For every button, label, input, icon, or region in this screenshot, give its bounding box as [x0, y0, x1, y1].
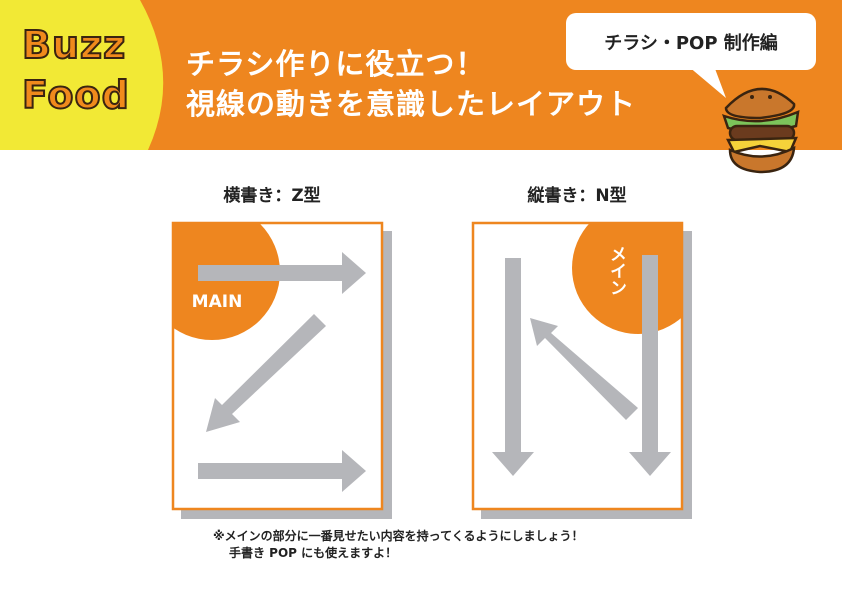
footnote-line1: ※メインの部分に一番見せたい内容を持ってくるようにしましょう！ — [213, 529, 584, 543]
page-title: チラシ作りに役立つ！ 視線の動きを意識したレイアウト — [186, 44, 636, 124]
title-line1: チラシ作りに役立つ！ — [186, 47, 486, 81]
header-banner: Buzz Food チラシ作りに役立つ！ 視線の動きを意識したレイアウト チラシ… — [0, 0, 842, 150]
arrow-right-top — [198, 252, 366, 294]
z-arrows — [198, 252, 366, 492]
arrow-down-right — [629, 255, 671, 476]
buzz-food-logo: Buzz Food — [21, 20, 152, 120]
n-pattern-title: 縦書き：N型 — [527, 185, 626, 206]
footnote: ※メインの部分に一番見せたい内容を持ってくるようにしましょう！ 手書き POP … — [213, 528, 583, 562]
speech-bubble: チラシ・POP 制作編 — [566, 13, 816, 70]
main-label: MAIN — [192, 292, 243, 312]
logo-line2: Food — [21, 72, 130, 118]
arrow-right-bottom — [198, 450, 366, 492]
z-pattern-title: 横書き：Z型 — [223, 185, 320, 206]
main-area-circle — [173, 223, 280, 340]
arrow-down-left — [492, 258, 534, 476]
n-arrows — [492, 255, 671, 476]
arrow-diagonal — [206, 314, 326, 432]
hamburger-mascot-icon — [722, 87, 800, 174]
badge-text: チラシ・POP 制作編 — [604, 32, 778, 54]
logo-background — [0, 0, 164, 150]
title-line2: 視線の動きを意識したレイアウト — [186, 87, 637, 121]
footnote-line2: 手書き POP にも使えますよ！ — [229, 546, 398, 560]
arrow-diagonal-up — [530, 318, 638, 420]
logo-line1: Buzz — [21, 22, 127, 68]
main-label-vertical: メイン — [606, 245, 626, 296]
speech-bubble-tail — [688, 66, 726, 98]
